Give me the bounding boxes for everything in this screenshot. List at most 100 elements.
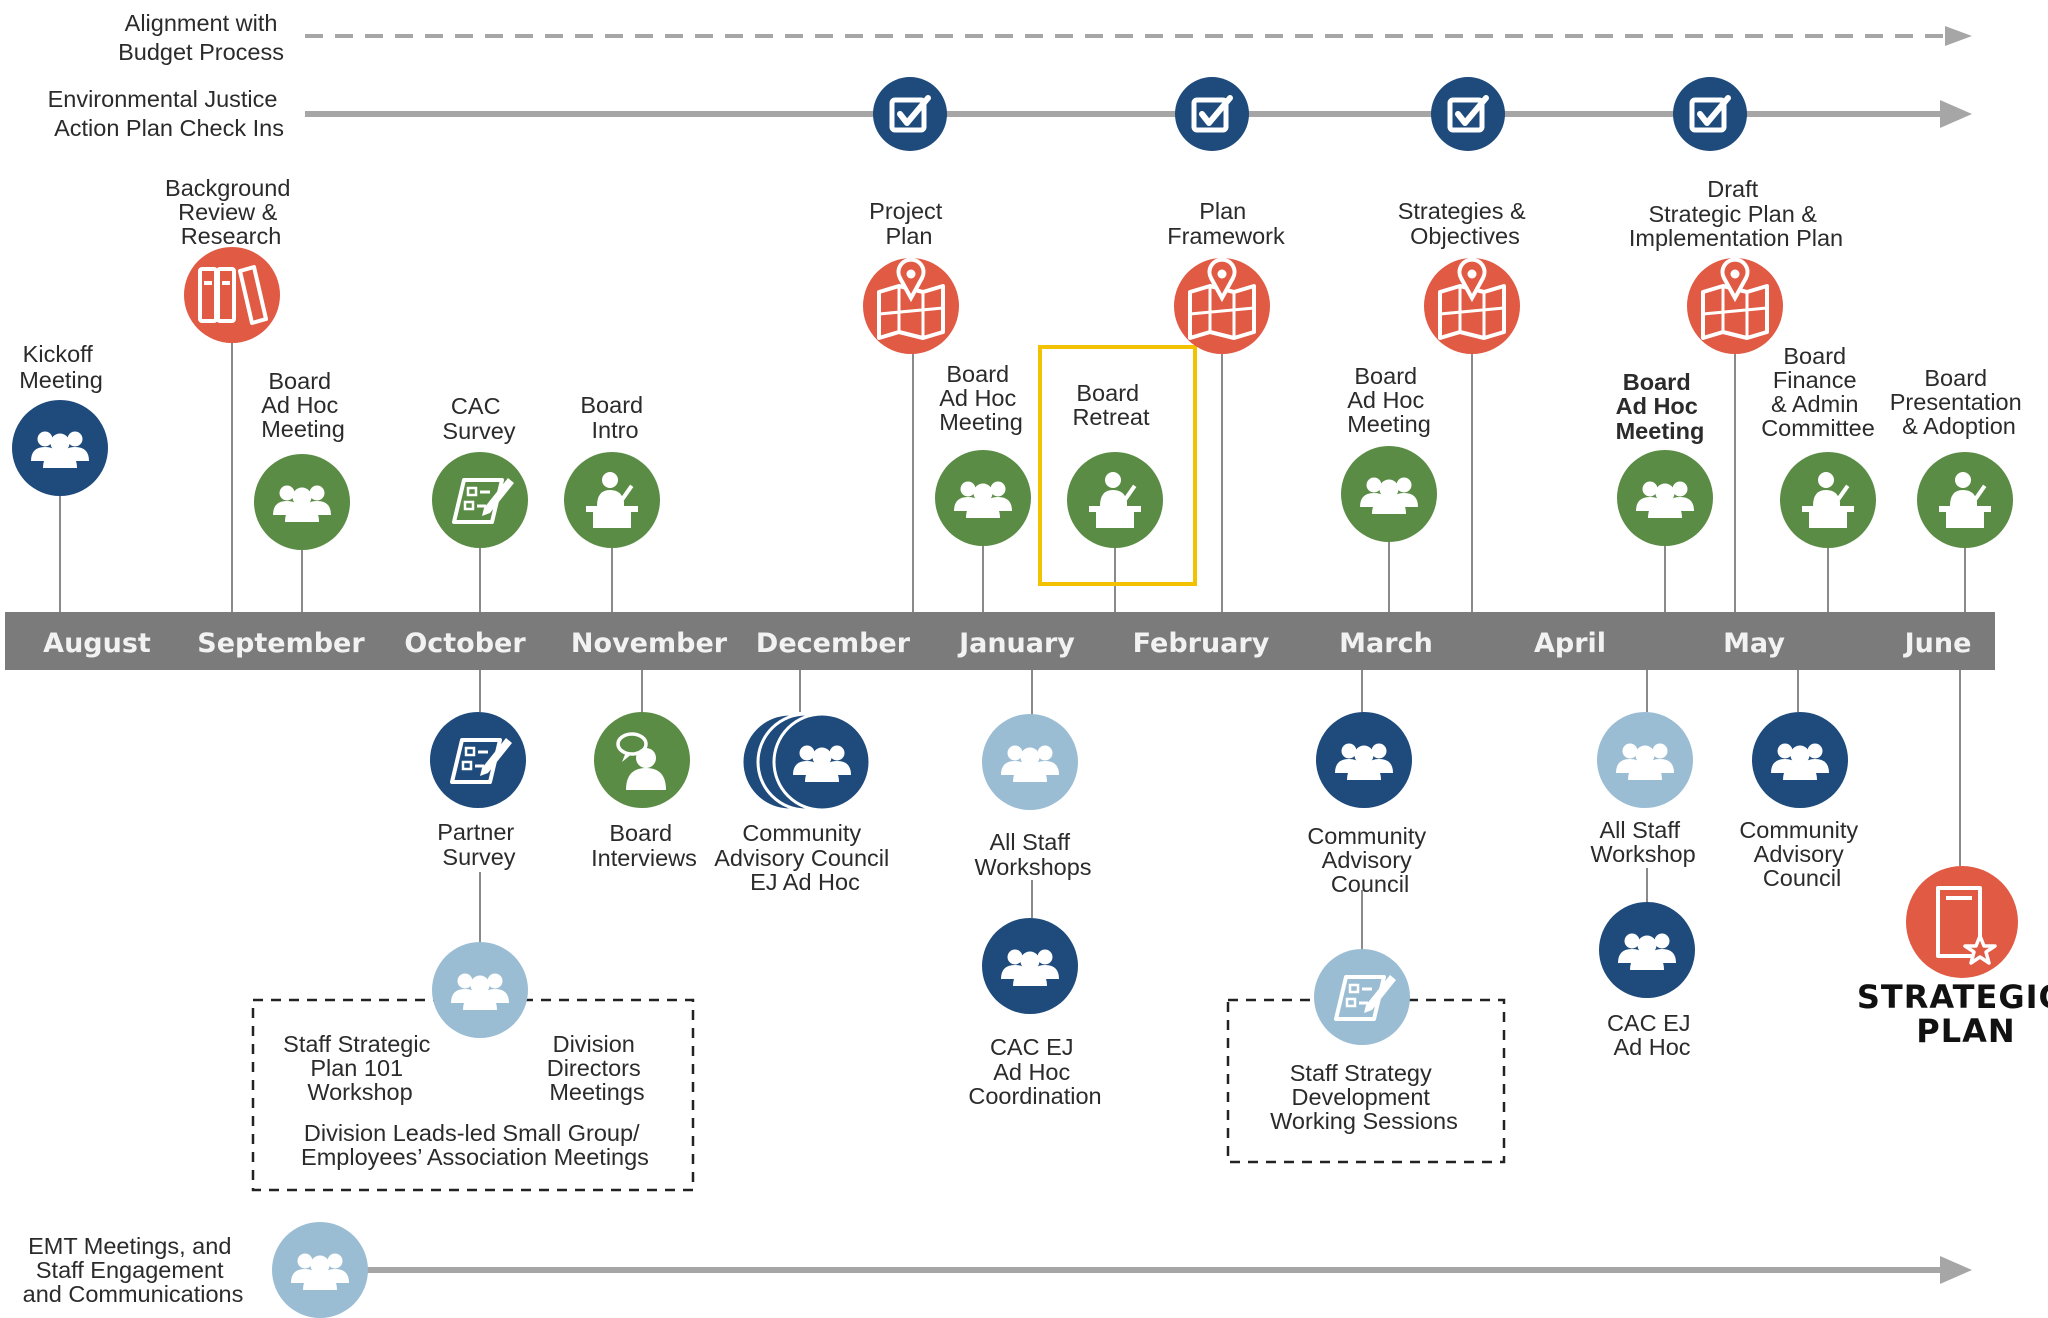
map-pin-icon <box>1174 257 1270 354</box>
document-star-icon <box>1906 866 2018 978</box>
event-label: Board Presentation & Adoption <box>1890 365 2028 439</box>
event-kickoff: Kickoff Meeting <box>12 341 108 496</box>
event-label: Board Ad Hoc Meeting <box>1347 363 1431 437</box>
ej-arrow-head <box>1940 100 1972 128</box>
event-strategies-objectives: Strategies & Objectives <box>1398 198 1533 354</box>
event-label: CAC Survey <box>442 393 515 444</box>
month-april: April <box>1534 628 1606 659</box>
event-staff-engagement-group: Staff Strategic Plan 101 Workshop Divisi… <box>251 942 695 1192</box>
division-leads-label: Division Leads-led Small Group/ Employee… <box>301 1120 649 1170</box>
event-label: CAC EJ Ad Hoc <box>1607 1010 1697 1060</box>
people-icon <box>935 450 1031 546</box>
stems <box>59 340 1966 955</box>
month-may: May <box>1723 628 1785 659</box>
event-label: Board Ad Hoc Meeting <box>261 368 345 442</box>
event-cac-survey: CAC Survey <box>432 393 528 548</box>
ej-checkin-icon <box>1175 77 1249 151</box>
month-november: November <box>571 628 728 659</box>
month-february: February <box>1133 628 1270 659</box>
month-august: August <box>43 628 151 659</box>
event-label: Board Retreat <box>1072 380 1150 430</box>
event-cac-ej-ad-hoc-apr: CAC EJ Ad Hoc <box>1599 902 1697 1060</box>
month-december: December <box>756 628 911 659</box>
binders-icon <box>184 247 280 343</box>
timeline-band: August September October November Decemb… <box>5 612 1995 670</box>
people-icon <box>772 712 872 812</box>
ej-track: Environmental Justice Action Plan Check … <box>48 77 1972 151</box>
event-board-intro: Board Intro <box>564 392 660 548</box>
ej-checkin-icon <box>1431 77 1505 151</box>
event-board-ad-hoc-mar: Board Ad Hoc Meeting <box>1341 363 1437 542</box>
event-label: Board Interviews <box>591 820 697 871</box>
emt-arrow-head <box>1940 1256 1972 1284</box>
event-label: Project Plan <box>869 198 949 249</box>
event-label: Staff Strategy Development Working Sessi… <box>1270 1060 1458 1134</box>
event-staff-strategy-sessions: Staff Strategy Development Working Sessi… <box>1226 949 1506 1164</box>
people-icon <box>254 454 350 550</box>
people-icon <box>1752 712 1848 808</box>
budget-track: Alignment with Budget Process <box>118 10 1972 65</box>
event-label: Board Intro <box>580 392 649 443</box>
ej-track-label: Environmental Justice Action Plan Check … <box>48 86 284 141</box>
event-cac-may: Community Advisory Council <box>1739 712 1864 891</box>
event-board-retreat: Board Retreat <box>1038 345 1197 586</box>
staff-101-label: Staff Strategic Plan 101 Workshop <box>283 1031 437 1105</box>
timeline-bar <box>5 612 1995 670</box>
people-icon <box>982 918 1078 1014</box>
event-plan-framework: Plan Framework <box>1167 198 1285 354</box>
event-label: All Staff Workshop <box>1590 817 1695 867</box>
highlight-box <box>1038 345 1197 586</box>
map-pin-icon <box>1424 257 1520 354</box>
event-cac-mar: Community Advisory Council <box>1307 712 1432 897</box>
dashed-group-box <box>1226 998 1506 1164</box>
strategic-plan-label: STRATEGIC PLAN <box>1857 978 2048 1050</box>
people-icon <box>272 1222 368 1318</box>
event-label: Community Advisory Council EJ Ad Hoc <box>714 820 896 895</box>
survey-icon <box>432 452 528 548</box>
people-icon <box>1617 450 1713 546</box>
event-label: Board Ad Hoc Meeting <box>1616 369 1705 444</box>
event-cac-ej-coordination: CAC EJ Ad Hoc Coordination <box>968 918 1102 1109</box>
people-icon <box>432 942 528 1038</box>
event-all-staff-workshop-apr: All Staff Workshop <box>1590 712 1696 867</box>
ej-checkin-icon <box>1673 77 1747 151</box>
month-october: October <box>404 628 526 659</box>
event-label: Background Review & Research <box>165 175 297 249</box>
event-cac-ej-ad-hoc-dec: Community Advisory Council EJ Ad Hoc <box>714 712 896 895</box>
budget-arrow-head <box>1945 26 1972 46</box>
budget-track-label: Alignment with Budget Process <box>118 10 284 65</box>
people-icon <box>1599 902 1695 998</box>
event-project-plan: Project Plan <box>863 198 959 354</box>
event-partner-survey: Partner Survey <box>430 712 526 870</box>
event-board-ad-hoc-apr: Board Ad Hoc Meeting <box>1616 369 1713 546</box>
event-label: Community Advisory Council <box>1307 823 1432 897</box>
emt-track-label: EMT Meetings, and Staff Engagement and C… <box>23 1233 244 1307</box>
event-board-interviews: Board Interviews <box>591 712 697 871</box>
event-label: Board Ad Hoc Meeting <box>939 361 1023 435</box>
event-board-finance: Board Finance & Admin Committee <box>1761 343 1876 548</box>
map-pin-icon <box>1687 257 1783 354</box>
podium-icon <box>1917 452 2013 548</box>
event-board-presentation: Board Presentation & Adoption <box>1890 365 2028 548</box>
survey-icon <box>430 712 526 808</box>
event-label: Plan Framework <box>1167 198 1285 249</box>
event-label: All Staff Workshops <box>974 829 1091 880</box>
people-icon <box>982 714 1078 810</box>
survey-icon <box>1314 949 1410 1045</box>
people-icon <box>12 400 108 496</box>
event-label: Board Finance & Admin Committee <box>1761 343 1875 441</box>
ej-checkin-icon <box>873 77 947 151</box>
month-january: January <box>957 628 1075 659</box>
month-september: September <box>197 628 365 659</box>
event-label: Strategies & Objectives <box>1398 198 1533 249</box>
speech-person-icon <box>594 712 690 808</box>
month-june: June <box>1903 628 1972 659</box>
emt-track: EMT Meetings, and Staff Engagement and C… <box>23 1222 1972 1318</box>
event-board-ad-hoc-sep: Board Ad Hoc Meeting <box>254 368 350 550</box>
event-label: Community Advisory Council <box>1739 817 1864 891</box>
event-label: Partner Survey <box>437 819 521 870</box>
event-board-ad-hoc-jan: Board Ad Hoc Meeting <box>935 361 1031 546</box>
podium-icon <box>564 452 660 548</box>
event-label: Draft Strategic Plan & Implementation Pl… <box>1629 176 1843 251</box>
